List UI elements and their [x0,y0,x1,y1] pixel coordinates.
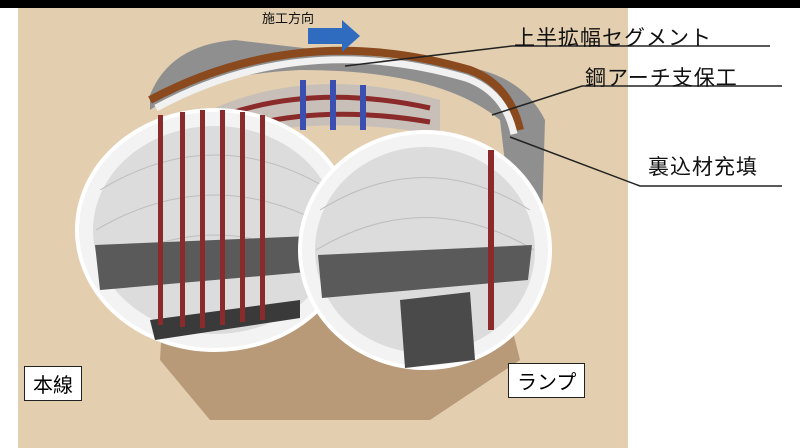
ramp-steel-column [488,150,494,330]
main-line-tunnel [75,108,355,352]
arrow-right-icon [308,20,360,52]
upper-widening-segment [148,46,524,131]
ramp-deck [318,245,532,298]
ramp-tunnel [298,130,552,370]
blue-supports [300,80,366,130]
upper-widening-segment-label: 上半拡幅セグメント [514,26,712,50]
main-line-label: 本線 [24,366,82,401]
leader-lines [344,45,782,187]
steel-arch-support-label: 鋼アーチ支保工 [585,66,738,90]
main-line-steel-arches [158,110,265,328]
top-rule [0,0,800,8]
ramp-label: ランプ [508,363,586,398]
outer-shell [150,40,545,290]
main-line-deck [95,235,335,290]
backfill-grouting-label: 裏込材充填 [648,155,758,179]
construction-direction-label: 施工方向 [262,12,315,27]
